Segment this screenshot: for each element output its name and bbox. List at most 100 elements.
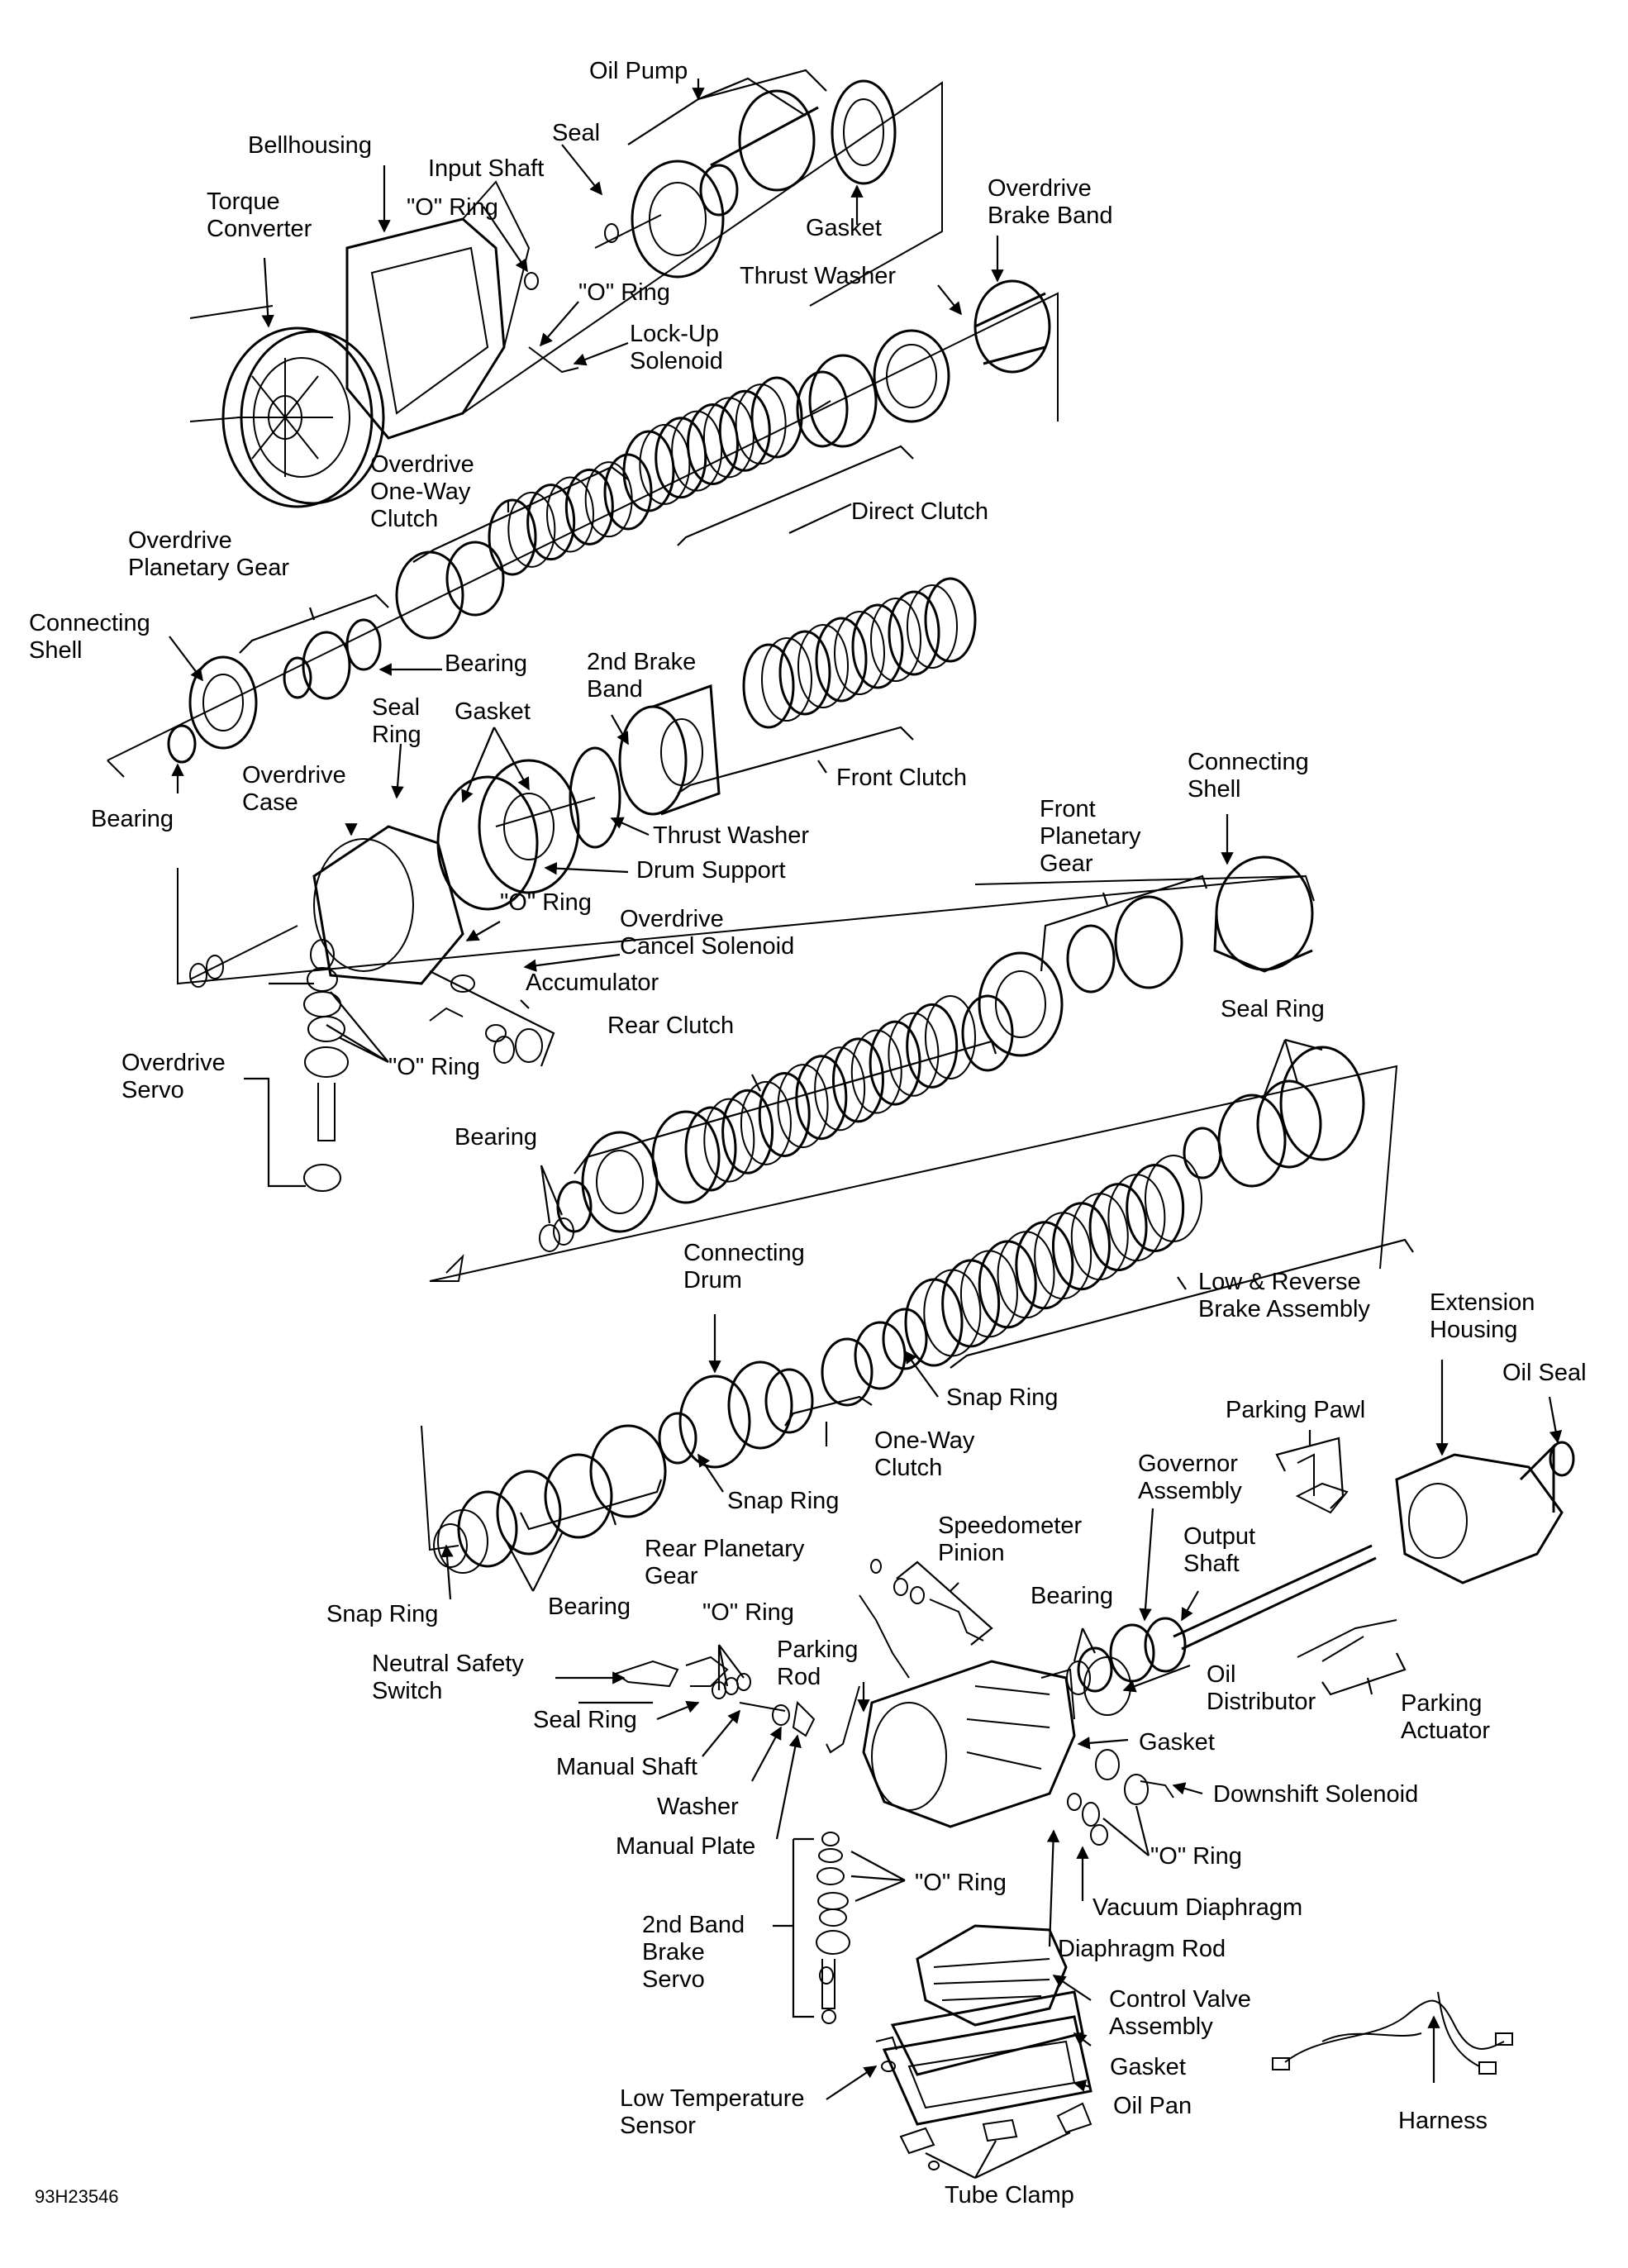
overdrive-case-drawing — [189, 684, 721, 988]
harness-drawing — [1272, 1991, 1513, 2075]
overdrive-planetary-drawing — [167, 541, 505, 764]
label-front-clutch: Front Clutch — [836, 765, 967, 791]
label-parking-rod: Parking Rod — [777, 1637, 859, 1690]
label-overdrive-brake-band: Overdrive Brake Band — [988, 175, 1113, 229]
clutch-plate — [1015, 1221, 1074, 1310]
clutch-plate — [925, 995, 976, 1079]
label-manual-shaft: Manual Shaft — [556, 1754, 697, 1780]
extension-housing-drawing — [1395, 1441, 1575, 1584]
clutch-plate — [869, 1020, 921, 1106]
label-bearing-1: Bearing — [445, 650, 527, 677]
label-o-ring-2: "O" Ring — [578, 279, 670, 306]
label-rear-clutch: Rear Clutch — [607, 1012, 735, 1039]
clutch-plate — [997, 1231, 1055, 1319]
clutch-plate — [584, 461, 633, 538]
clutch-plate — [870, 598, 921, 682]
torque-converter-drawing — [189, 305, 385, 508]
clutch-plate — [735, 384, 787, 465]
label-drum-support: Drum Support — [636, 857, 786, 884]
clutch-plate — [1145, 1155, 1202, 1242]
clutch-plate — [906, 1003, 959, 1089]
label-o-ring-3: "O" Ring — [500, 889, 592, 916]
label-second-band-brake-servo: 2nd Band Brake Servo — [642, 1912, 745, 1993]
guide-line-3 — [177, 868, 1315, 985]
clutch-plate — [639, 423, 691, 505]
clutch-plate — [758, 1071, 811, 1157]
label-overdrive-cancel-solenoid: Overdrive Cancel Solenoid — [620, 906, 795, 960]
label-governor-assembly: Governor Assembly — [1138, 1451, 1242, 1504]
label-o-ring-6: "O" Ring — [1150, 1843, 1242, 1870]
clutch-plate — [740, 1080, 792, 1165]
guide-line — [462, 81, 943, 414]
clutch-plate — [924, 577, 977, 663]
label-downshift-solenoid: Downshift Solenoid — [1213, 1781, 1419, 1808]
clutch-plate — [850, 1029, 902, 1114]
label-snap-ring-1: Snap Ring — [946, 1384, 1059, 1411]
label-thrust-washer-1: Thrust Washer — [740, 263, 897, 289]
label-o-ring-7: "O" Ring — [915, 1870, 1007, 1896]
low-reverse-plates-drawing — [904, 1155, 1202, 1367]
clutch-plate — [603, 453, 653, 531]
clutch-plate — [778, 630, 831, 716]
label-seal: Seal — [552, 120, 601, 146]
front-clutch-plates-drawing — [742, 577, 977, 729]
label-seal-ring-3: Seal Ring — [533, 1707, 637, 1733]
label-overdrive-planetary-gear: Overdrive Planetary Gear — [128, 527, 290, 581]
transmission-case-drawing — [862, 1656, 1131, 1828]
clutch-plate — [959, 1250, 1018, 1338]
speedometer-pinion-drawing — [859, 1559, 984, 1679]
clutch-plate — [721, 1089, 774, 1174]
clutch-plate — [1088, 1183, 1148, 1272]
label-overdrive-case: Overdrive Case — [242, 762, 346, 816]
clutch-plate — [718, 389, 771, 472]
label-parking-pawl: Parking Pawl — [1226, 1397, 1366, 1423]
label-connecting-drum: Connecting Drum — [683, 1240, 805, 1294]
label-connecting-shell-1: Connecting Shell — [29, 610, 150, 664]
rear-planetary-drawing — [433, 1424, 667, 1574]
label-tube-clamp: Tube Clamp — [945, 2182, 1074, 2208]
clutch-plate — [923, 1269, 982, 1357]
label-seal-ring-2: Seal Ring — [1221, 996, 1325, 1022]
direct-clutch-plates-drawing — [488, 376, 803, 576]
label-harness: Harness — [1398, 2108, 1488, 2134]
clutch-plate — [507, 491, 556, 568]
label-bearing-4: Bearing — [548, 1594, 631, 1620]
label-control-valve-assembly: Control Valve Assembly — [1109, 1986, 1251, 2040]
label-bearing-3: Bearing — [455, 1124, 537, 1151]
label-low-temperature-sensor: Low Temperature Sensor — [620, 2085, 805, 2139]
clutch-plate — [687, 403, 739, 485]
rear-clutch-drum-drawing — [539, 994, 1014, 1252]
label-overdrive-one-way-clutch: Overdrive One-Way Clutch — [370, 451, 474, 532]
overdrive-clutch-stack-drawing — [796, 279, 1051, 448]
label-torque-converter: Torque Converter — [207, 188, 312, 242]
clutch-plate — [702, 397, 754, 479]
clutch-plate — [907, 584, 958, 669]
label-bearing-2: Bearing — [91, 806, 174, 832]
guide-line-4 — [429, 1065, 1398, 1282]
seal-ring-drawing — [1183, 1046, 1365, 1188]
clutch-plate — [526, 484, 576, 561]
label-snap-ring-3: Snap Ring — [326, 1601, 439, 1627]
clutch-plate — [564, 468, 614, 546]
clutch-plate — [1107, 1174, 1166, 1262]
clutch-plate — [795, 1055, 848, 1141]
label-speedometer-pinion: Speedometer Pinion — [938, 1513, 1083, 1566]
label-vacuum-diaphragm: Vacuum Diaphragm — [1092, 1894, 1303, 1921]
guide-line-2 — [107, 292, 1059, 778]
clutch-plate — [1051, 1202, 1111, 1291]
clutch-plate — [797, 624, 849, 708]
label-snap-ring-2: Snap Ring — [727, 1488, 840, 1514]
label-thrust-washer-2: Thrust Washer — [653, 822, 810, 849]
label-oil-pump: Oil Pump — [589, 58, 688, 84]
label-oil-pan: Oil Pan — [1113, 2093, 1192, 2119]
label-input-shaft: Input Shaft — [428, 155, 545, 182]
clutch-plate — [815, 617, 868, 703]
leader-lines — [169, 69, 1563, 2179]
clutch-plate — [742, 643, 795, 729]
clutch-plate — [1034, 1212, 1092, 1300]
label-lockup-solenoid: Lock-Up Solenoid — [630, 321, 723, 374]
output-shaft-drawing — [1066, 1544, 1377, 1695]
label-oil-seal: Oil Seal — [1502, 1360, 1587, 1386]
